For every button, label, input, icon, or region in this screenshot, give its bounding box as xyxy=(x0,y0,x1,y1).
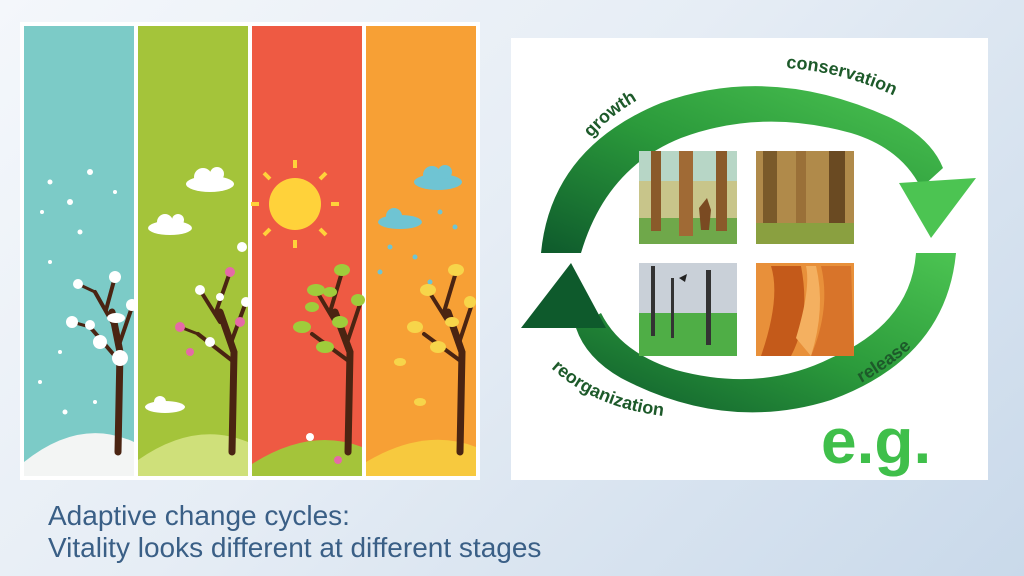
forest-conservation-image xyxy=(756,151,854,244)
caption-line-1: Adaptive change cycles: xyxy=(48,500,350,531)
eg-label: e.g. xyxy=(821,405,931,477)
rain-cloud-icon xyxy=(377,165,462,285)
forest-growth-image xyxy=(639,151,737,244)
cloud-icon xyxy=(145,167,234,413)
caption-line-2: Vitality looks different at different st… xyxy=(48,532,542,563)
slide-caption: Adaptive change cycles: Vitality looks d… xyxy=(48,500,541,564)
forest-release-image xyxy=(756,263,854,356)
adaptive-cycle-diagram: growth conservation release reorganizati… xyxy=(511,38,988,480)
spring-strip xyxy=(138,26,251,476)
winter-strip xyxy=(24,26,138,476)
forest-reorganization-image xyxy=(639,263,737,356)
autumn-strip xyxy=(366,26,476,476)
summer-strip xyxy=(251,26,365,476)
growth-arrow xyxy=(541,86,976,253)
sun-icon xyxy=(251,160,339,248)
release-arrow xyxy=(521,253,956,413)
seasons-illustration xyxy=(20,22,480,480)
